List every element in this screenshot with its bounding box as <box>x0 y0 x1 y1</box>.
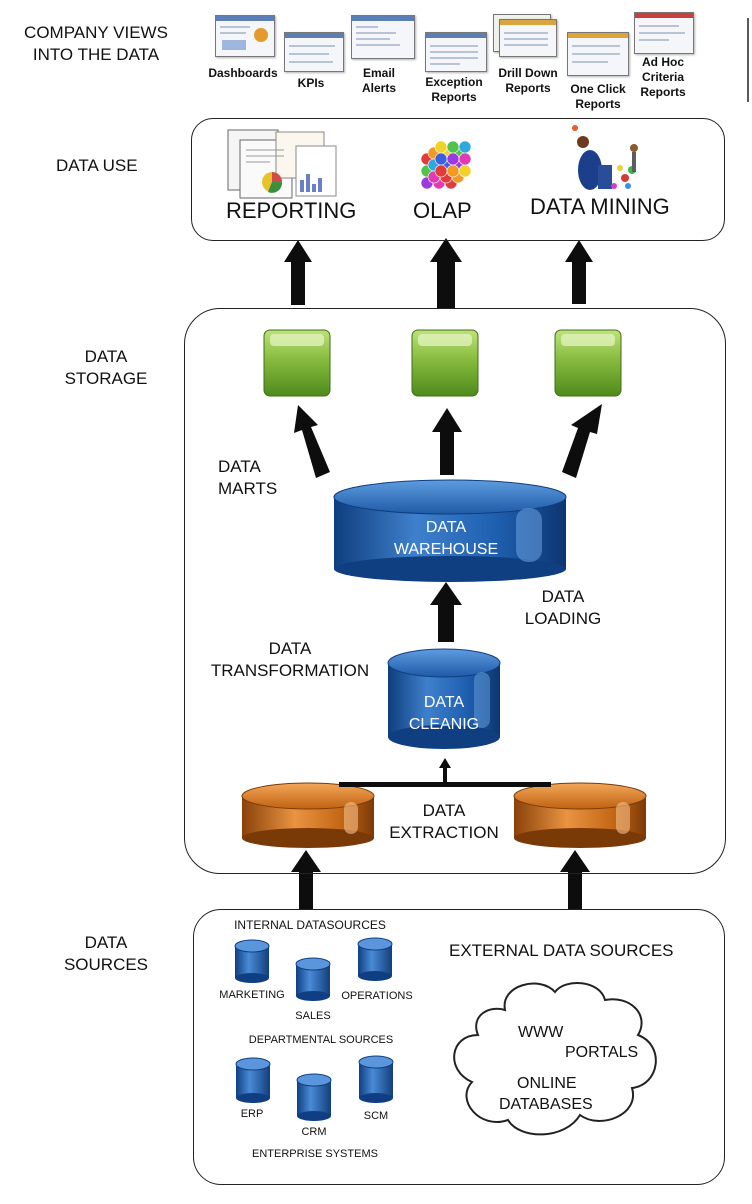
external-data-sources-title: EXTERNAL DATA SOURCES <box>449 941 674 960</box>
data-mining-illustration <box>572 125 638 190</box>
enterprise-systems-label: ENTERPRISE SYSTEMS <box>252 1148 378 1160</box>
data-loading-label: DATA LOADING <box>524 587 602 628</box>
data-extraction-label: DATA EXTRACTION <box>389 801 499 842</box>
company-views-line-2: INTO THE DATA <box>32 45 160 64</box>
marketing-label: MARKETING <box>219 989 285 1001</box>
data-transformation-label: DATA TRANSFORMATION <box>210 639 370 680</box>
source-cylinder-scm <box>358 1055 394 1103</box>
view-caption-ad-hoc-reports: Ad Hoc Criteria Reports <box>640 55 686 99</box>
data-marts-label: DATA MARTS <box>218 457 278 498</box>
data-warehouse-label: DATA WAREHOUSE <box>393 519 499 558</box>
kpis-thumbnail[interactable] <box>284 32 344 72</box>
view-caption-exception-reports: Exception Reports <box>425 75 483 104</box>
sales-label: SALES <box>295 1010 331 1022</box>
internal-datasources-title: INTERNAL DATASOURCES <box>234 918 386 932</box>
olap-label: OLAP <box>413 198 472 223</box>
source-cylinder-operations <box>357 937 393 981</box>
dashboards-thumbnail[interactable] <box>215 15 275 57</box>
company-views-line-1: COMPANY VIEWS <box>24 23 168 42</box>
arrow-source-right <box>560 850 590 909</box>
www-label: WWW <box>518 1024 564 1041</box>
data-mart-3 <box>554 329 622 397</box>
view-caption-one-click-reports: One Click Reports <box>570 82 626 111</box>
one-click-reports-thumbnail[interactable] <box>567 32 629 76</box>
view-caption-kpis: KPIs <box>297 76 325 90</box>
portals-label: PORTALS <box>565 1044 639 1061</box>
source-cylinder-marketing <box>234 939 270 983</box>
arrow-to-mart-left <box>294 405 330 478</box>
external-cloud <box>453 981 657 1136</box>
extraction-bar <box>339 782 551 787</box>
layer-label-company-views: COMPANY VIEWS INTO THE DATA <box>10 22 182 66</box>
databases-label: DATABASES <box>499 1096 593 1113</box>
view-caption-drill-down-reports: Drill Down Reports <box>498 66 558 95</box>
olap-cube-illustration <box>420 140 472 190</box>
layer-label-data-sources: DATA SOURCES <box>63 933 149 974</box>
data-cleaning-cylinder <box>387 648 501 749</box>
arrow-to-mart-center <box>432 408 462 475</box>
exception-reports-thumbnail[interactable] <box>425 32 487 72</box>
arrow-to-reporting <box>284 240 312 305</box>
source-cylinder-erp <box>235 1057 271 1103</box>
data-sources-panel <box>193 909 725 1185</box>
data-mining-label: DATA MINING <box>530 194 670 219</box>
data-warehouse-cylinder <box>333 479 567 582</box>
arrow-to-olap <box>430 238 462 308</box>
layer-label-data-use: DATA USE <box>56 156 138 175</box>
source-cylinder-crm <box>296 1073 332 1121</box>
online-label: ONLINE <box>517 1075 577 1092</box>
olap-cube-sphere <box>458 164 472 178</box>
arrow-source-left <box>291 850 321 909</box>
arrow-extraction-to-cleaning <box>439 758 451 786</box>
operations-label: OPERATIONS <box>341 990 413 1002</box>
data-use-panel <box>191 118 725 241</box>
crm-label: CRM <box>301 1126 327 1138</box>
data-storage-panel <box>184 308 726 874</box>
reporting-label: REPORTING <box>226 198 357 223</box>
arrow-to-data-mining <box>565 240 593 304</box>
view-caption-dashboards: Dashboards <box>208 66 278 80</box>
departmental-sources-label: DEPARTMENTAL SOURCES <box>248 1034 394 1046</box>
scm-label: SCM <box>363 1110 389 1122</box>
data-cleaning-label: DATA CLEANIG <box>408 694 480 733</box>
data-mart-1 <box>263 329 331 397</box>
view-caption-email-alerts: Email Alerts <box>361 66 396 95</box>
email-alerts-thumbnail[interactable] <box>351 15 415 59</box>
extraction-cylinder-right <box>513 782 647 848</box>
extraction-cylinder-left <box>241 782 375 848</box>
source-cylinder-sales <box>295 957 331 1001</box>
data-mart-2 <box>411 329 479 397</box>
reporting-illustration <box>227 129 337 199</box>
arrow-to-mart-right <box>562 404 602 478</box>
ad-hoc-reports-thumbnail[interactable] <box>634 12 694 54</box>
arrow-cleaning-to-warehouse <box>430 582 462 642</box>
drill-down-reports-thumbnail[interactable] <box>499 19 557 57</box>
erp-label: ERP <box>240 1108 264 1120</box>
layer-label-data-storage: DATA STORAGE <box>64 347 148 388</box>
